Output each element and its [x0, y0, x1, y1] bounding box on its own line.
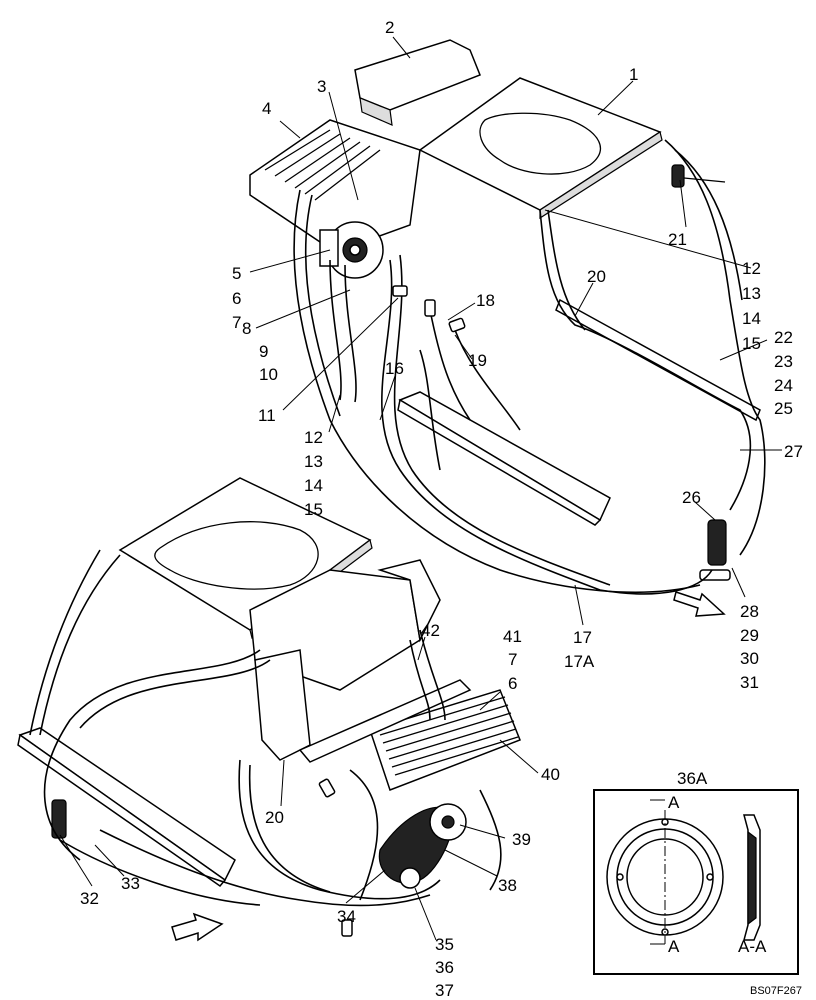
callout-22: 22 — [774, 328, 793, 347]
callout-11: 11 — [258, 406, 276, 425]
callout-18: 18 — [476, 291, 495, 310]
section-label: A-A — [738, 937, 767, 956]
callout-41: 41 — [503, 627, 522, 646]
section-mark-bottom: A — [668, 937, 680, 956]
callout-13-a: 13 — [742, 284, 761, 303]
callout-33: 33 — [121, 874, 140, 893]
callout-26: 26 — [682, 488, 701, 507]
callout-42: 42 — [421, 621, 440, 640]
callout-1: 1 — [629, 65, 638, 84]
upper-assembly — [249, 39, 766, 617]
callout-21: 21 — [668, 230, 687, 249]
leader-lines — [59, 36, 782, 941]
frame-bracket — [254, 649, 311, 761]
callout-5: 5 — [232, 264, 241, 283]
callout-39: 39 — [512, 830, 531, 849]
blower-housing — [354, 39, 481, 111]
detail-36a-box — [593, 789, 799, 975]
callout-7-b: 7 — [508, 650, 517, 669]
callout-31: 31 — [740, 673, 759, 692]
callout-30: 30 — [740, 649, 759, 668]
lower-assembly — [17, 477, 521, 942]
callout-34: 34 — [337, 907, 356, 926]
callout-23: 23 — [774, 352, 793, 371]
callout-6-b: 6 — [508, 674, 517, 693]
callout-4: 4 — [262, 99, 271, 118]
pressure-switch — [671, 164, 685, 188]
callout-20-b: 20 — [265, 808, 284, 827]
callout-27: 27 — [784, 442, 803, 461]
callout-7: 7 — [232, 313, 241, 332]
direction-arrow-front — [673, 591, 726, 617]
receiver-drier — [707, 519, 727, 566]
condenser-core — [369, 689, 521, 791]
callout-16: 16 — [385, 359, 404, 378]
callout-37: 37 — [435, 981, 454, 1000]
callout-28: 28 — [740, 602, 759, 621]
callout-15-a: 15 — [742, 334, 761, 353]
callout-15-b: 15 — [304, 500, 323, 519]
callout-labels: 1 2 3 4 5 6 7 8 9 10 11 12 13 14 15 12 1… — [80, 18, 803, 1000]
callout-6: 6 — [232, 289, 241, 308]
callout-14-a: 14 — [742, 309, 761, 328]
callout-17A: 17A — [564, 652, 595, 671]
callout-2: 2 — [385, 18, 394, 37]
callout-36: 36 — [435, 958, 454, 977]
drawing-code: BS07F267 — [750, 985, 802, 997]
detail-labels: 36A A A A-A — [668, 769, 767, 956]
callout-20-a: 20 — [587, 267, 606, 286]
callout-35: 35 — [435, 935, 454, 954]
callout-32: 32 — [80, 889, 99, 908]
roof-plate — [418, 77, 662, 211]
callout-19: 19 — [468, 351, 487, 370]
detail-title: 36A — [677, 769, 708, 788]
callout-9: 9 — [259, 342, 268, 361]
callout-40: 40 — [541, 765, 560, 784]
callout-14-b: 14 — [304, 476, 323, 495]
direction-arrow-front-lower — [171, 912, 224, 942]
callout-12-a: 12 — [742, 259, 761, 278]
callout-10: 10 — [259, 365, 278, 384]
callout-29: 29 — [740, 626, 759, 645]
callout-12-b: 12 — [304, 428, 323, 447]
callout-8: 8 — [242, 319, 251, 338]
callout-13-b: 13 — [304, 452, 323, 471]
callout-24: 24 — [774, 376, 793, 395]
callout-17: 17 — [573, 628, 592, 647]
callout-3: 3 — [317, 77, 326, 96]
section-mark-top: A — [668, 793, 680, 812]
callout-25: 25 — [774, 399, 793, 418]
callout-38: 38 — [498, 876, 517, 895]
